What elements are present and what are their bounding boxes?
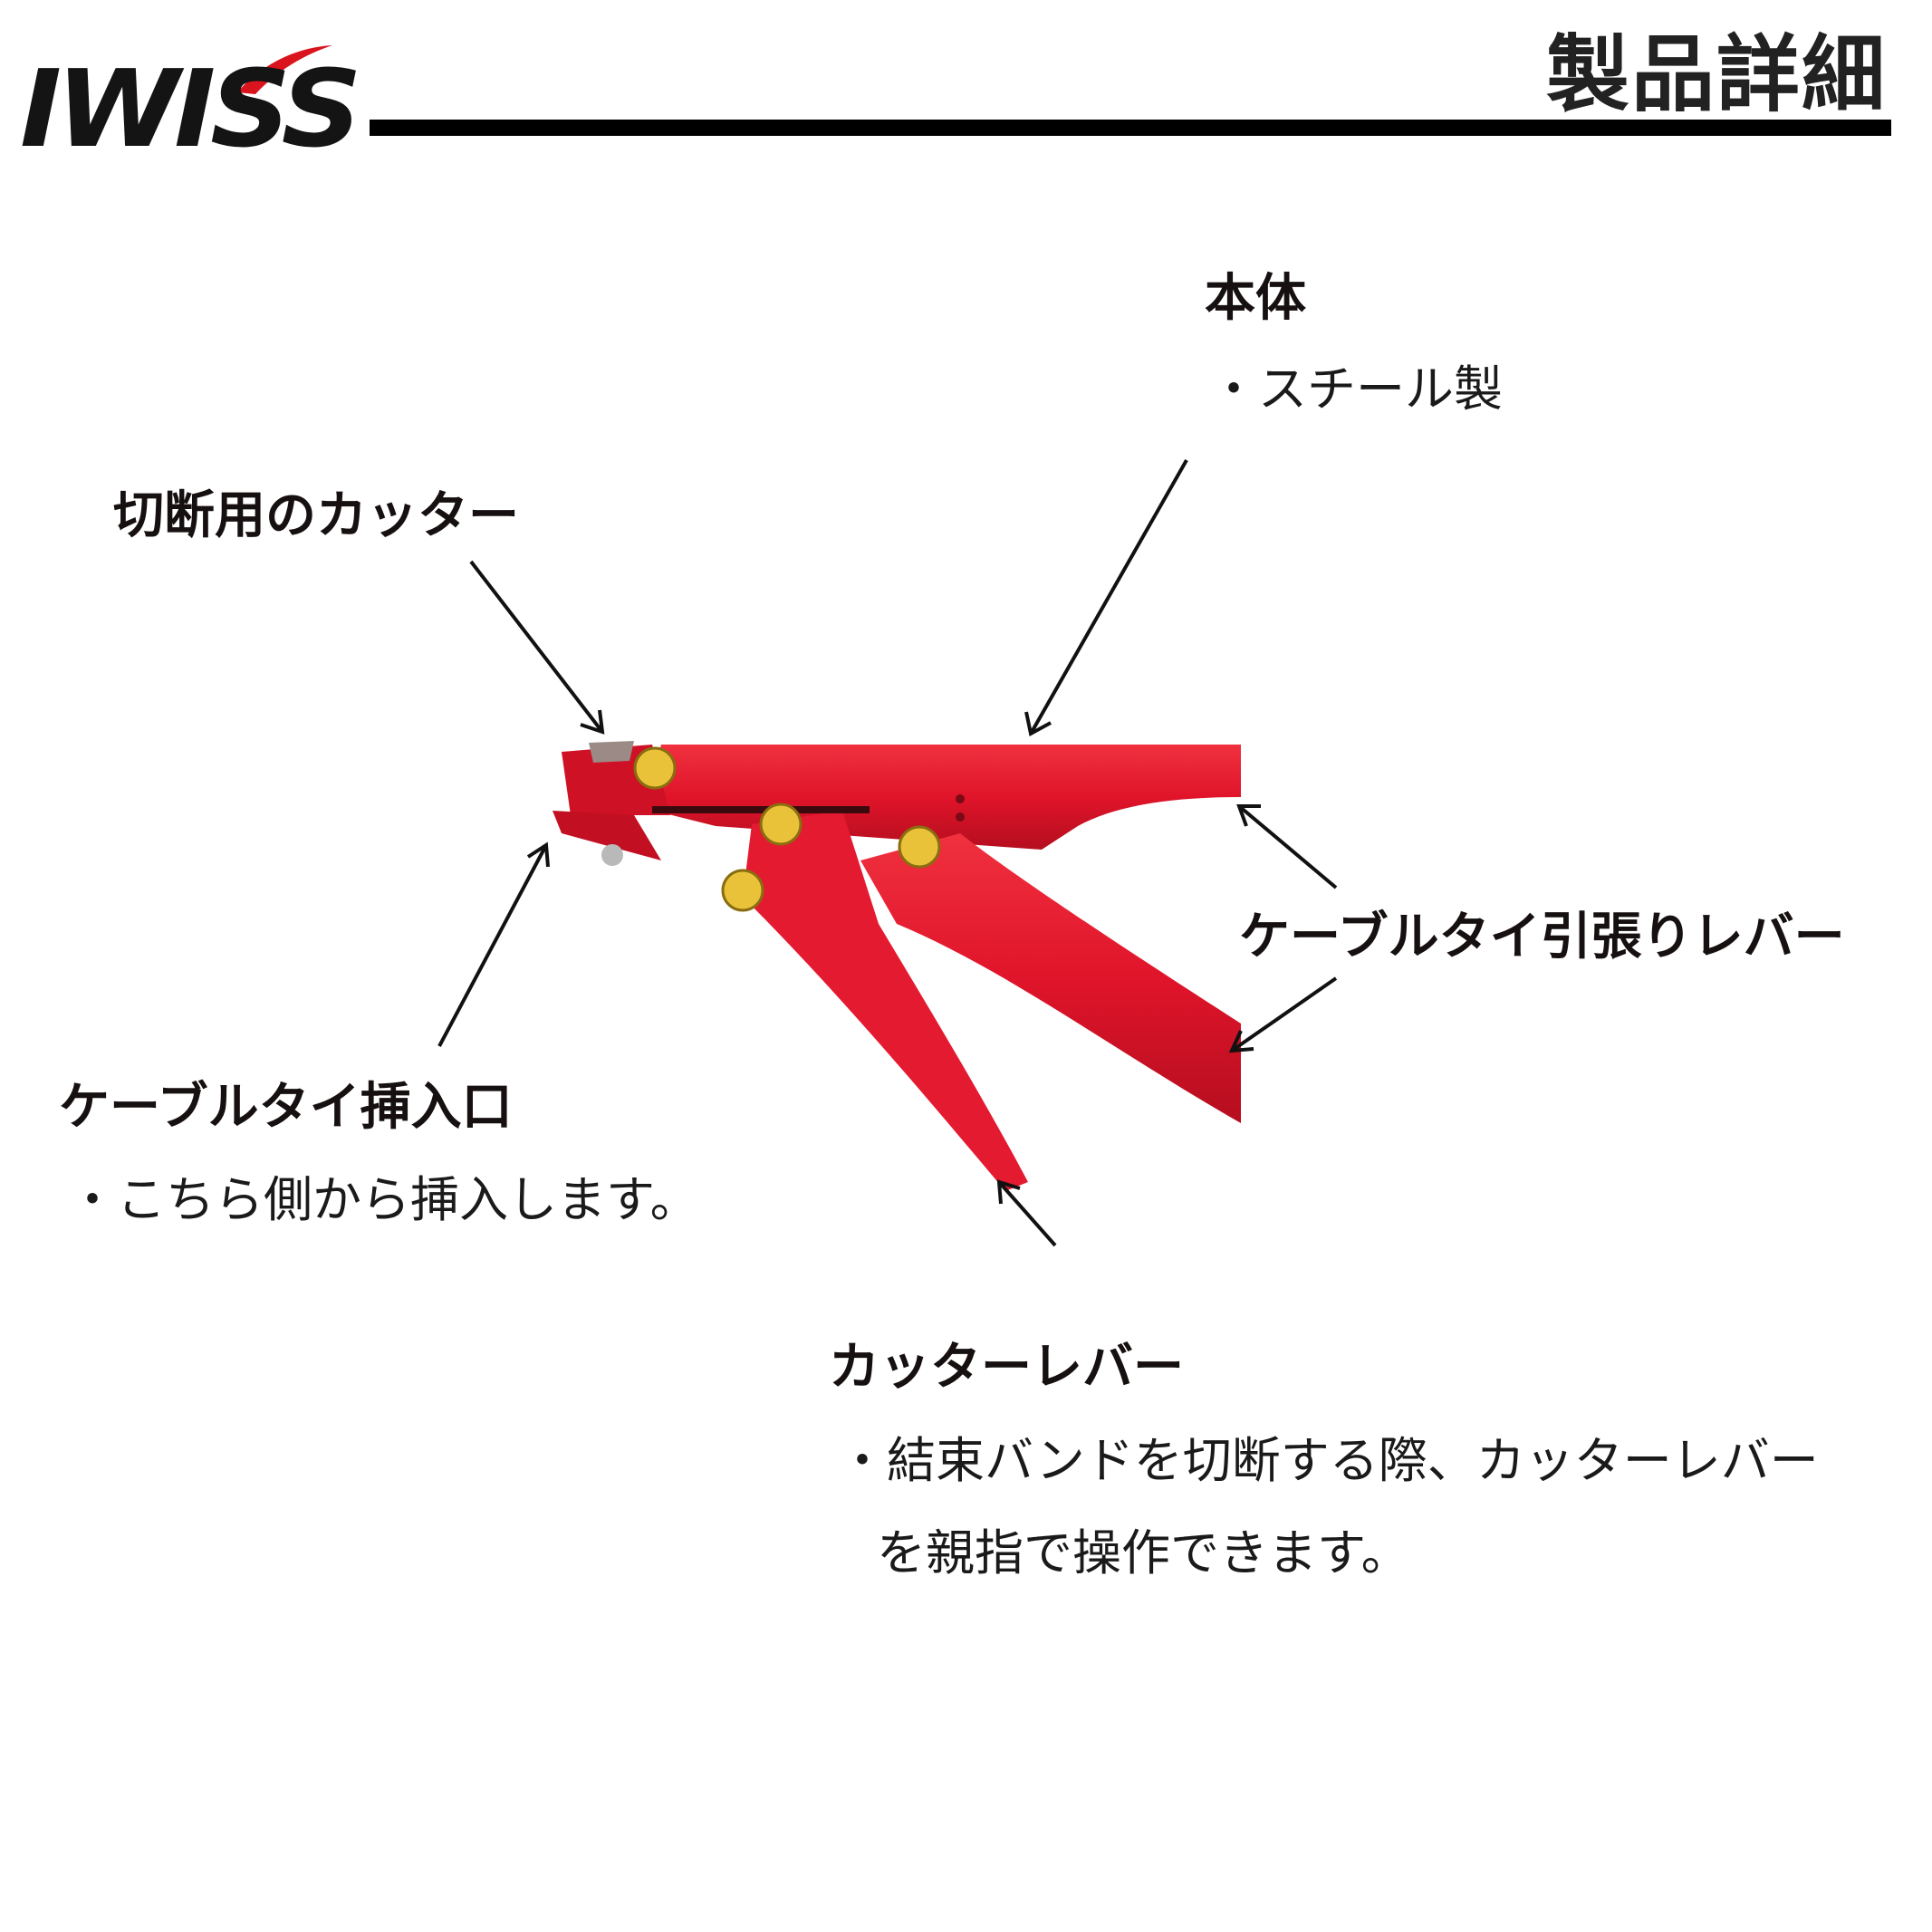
callout-body-desc: ・スチール製 (1209, 360, 1503, 418)
brand-logo: IWISS (20, 45, 362, 163)
cutter-blade (589, 741, 634, 763)
header-rule (370, 120, 1891, 136)
bolt-4 (898, 825, 941, 869)
callout-cutter-lever-desc-2: を親指で操作できます。 (877, 1524, 1410, 1581)
arrow-body (1029, 459, 1188, 735)
callout-cutter-heading: 切断用のカッター (113, 486, 519, 545)
arrow-cutter (469, 560, 604, 734)
bolt-3 (721, 869, 764, 912)
callout-cutter-lever-heading: カッターレバー (829, 1338, 1184, 1397)
callout-cutter-lever-desc-1: ・結束バンドを切断する際、カッターレバー (838, 1432, 1819, 1489)
tie-insertion-slot (553, 811, 661, 860)
bolt-1 (633, 746, 677, 790)
callout-insertion-heading: ケーブルタイ挿入口 (59, 1078, 513, 1137)
callout-tension-lever-heading: ケーブルタイ引張りレバー (1239, 908, 1845, 966)
tool-body (643, 745, 1241, 850)
arrow-insertion (437, 844, 548, 1047)
callout-insertion-desc: ・こちら側から挿入します。 (68, 1171, 699, 1228)
logo-swoosh-icon (237, 45, 332, 94)
cable-tie-tool-illustration (553, 741, 1241, 1191)
page-title: 製品詳細 (1545, 26, 1887, 123)
tension-lever-lower (860, 833, 1241, 1123)
callout-body-heading: 本体 (1205, 269, 1306, 328)
cutter-lever (743, 811, 1028, 1191)
logo-text: IWISS (20, 46, 362, 171)
bolt-2 (759, 803, 803, 846)
